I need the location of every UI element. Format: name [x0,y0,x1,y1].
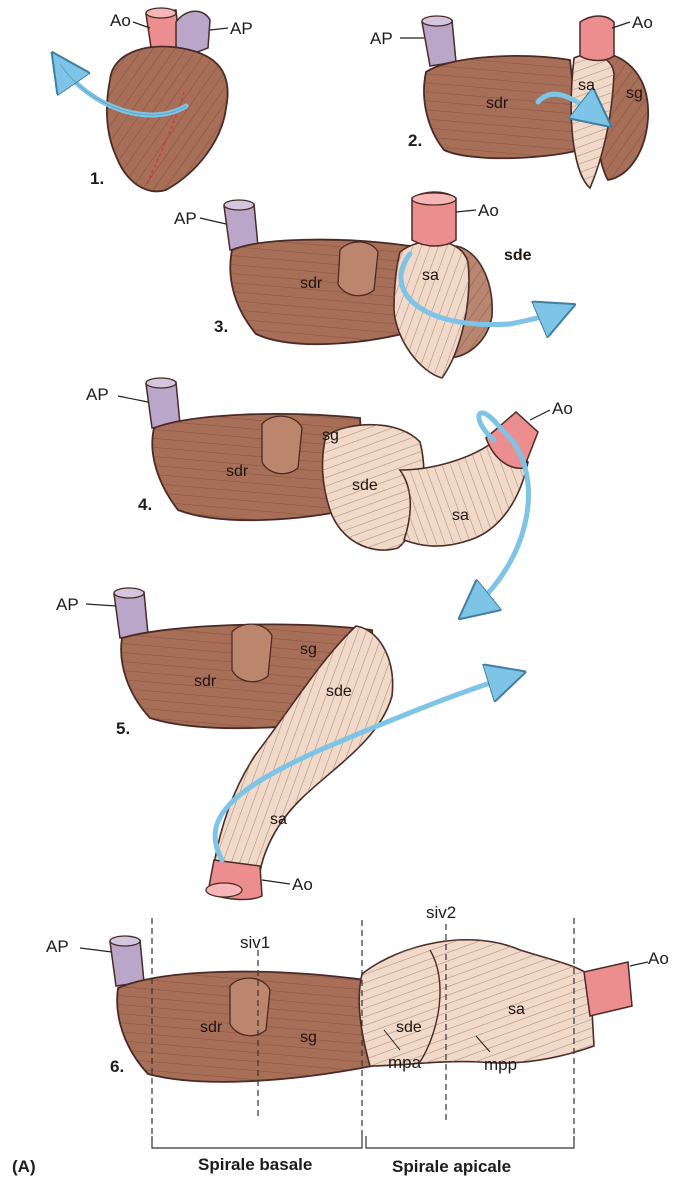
label-sdr-6: sdr [200,1020,222,1036]
step-3-band [200,192,562,378]
step-number-1: 1. [90,170,104,187]
label-ap-6: AP [46,938,69,955]
label-sde-6: sde [396,1020,422,1036]
label-sdr-5: sdr [194,674,216,690]
label-sde-5: sde [326,684,352,700]
label-sde-3: sde [504,248,532,264]
step-1-heart [60,8,228,191]
step-number-2: 2. [408,132,422,149]
label-ao-2: Ao [632,14,653,31]
step-5-band [86,588,512,899]
label-sdr-4: sdr [226,464,248,480]
label-ap-3: AP [174,210,197,227]
label-sa-5: sa [270,812,287,828]
label-siv2: siv2 [426,904,456,921]
label-sa-3: sa [422,268,439,284]
label-ao-1: Ao [110,12,131,29]
figure-label: (A) [12,1158,36,1175]
step-4-band [118,378,550,610]
label-sdr-2: sdr [486,96,508,112]
label-sg-6: sg [300,1030,317,1046]
pulmonary-artery-vessel-3 [224,204,258,250]
pulmonary-artery-vessel-5 [114,592,148,638]
pulmonary-artery-vessel-2 [422,20,456,66]
step-number-3: 3. [214,318,228,335]
aorta-vessel-6 [584,962,632,1016]
septal-lobe-6 [230,978,270,1036]
step-number-5: 5. [116,720,130,737]
aorta-vessel-2 [580,16,614,61]
label-ap-1: AP [230,20,253,37]
step-number-6: 6. [110,1058,124,1075]
label-sa-4: sa [452,508,469,524]
spiral-basal-label: Spirale basale [198,1156,312,1173]
label-ap-4: AP [86,386,109,403]
label-sa-6: sa [508,1002,525,1018]
label-sde-4: sde [352,478,378,494]
step-number-4: 4. [138,496,152,513]
label-siv1: siv1 [240,934,270,951]
label-sg-2: sg [626,86,643,102]
label-ao-4: Ao [552,400,573,417]
septal-lobe-4 [262,416,302,474]
label-sdr-3: sdr [300,276,322,292]
label-ao-3: Ao [478,202,499,219]
pulmonary-artery-vessel-4 [146,382,180,428]
step-2-band [400,16,648,188]
label-mpa: mpa [388,1054,421,1071]
label-mpp: mpp [484,1056,517,1073]
label-ao-6: Ao [648,950,669,967]
label-sg-4: sg [322,428,339,444]
label-ao-5: Ao [292,876,313,893]
pulmonary-artery-vessel-6 [110,940,144,986]
spiral-apical-label: Spirale apicale [392,1158,511,1175]
spiral-brackets [152,1136,574,1148]
label-sg-5: sg [300,642,317,658]
label-sa-2: sa [578,78,595,94]
septal-lobe-3 [338,242,378,296]
label-ap-5: AP [56,596,79,613]
step-6-band [80,918,648,1148]
septal-lobe-5 [232,624,272,682]
label-ap-2: AP [370,30,393,47]
